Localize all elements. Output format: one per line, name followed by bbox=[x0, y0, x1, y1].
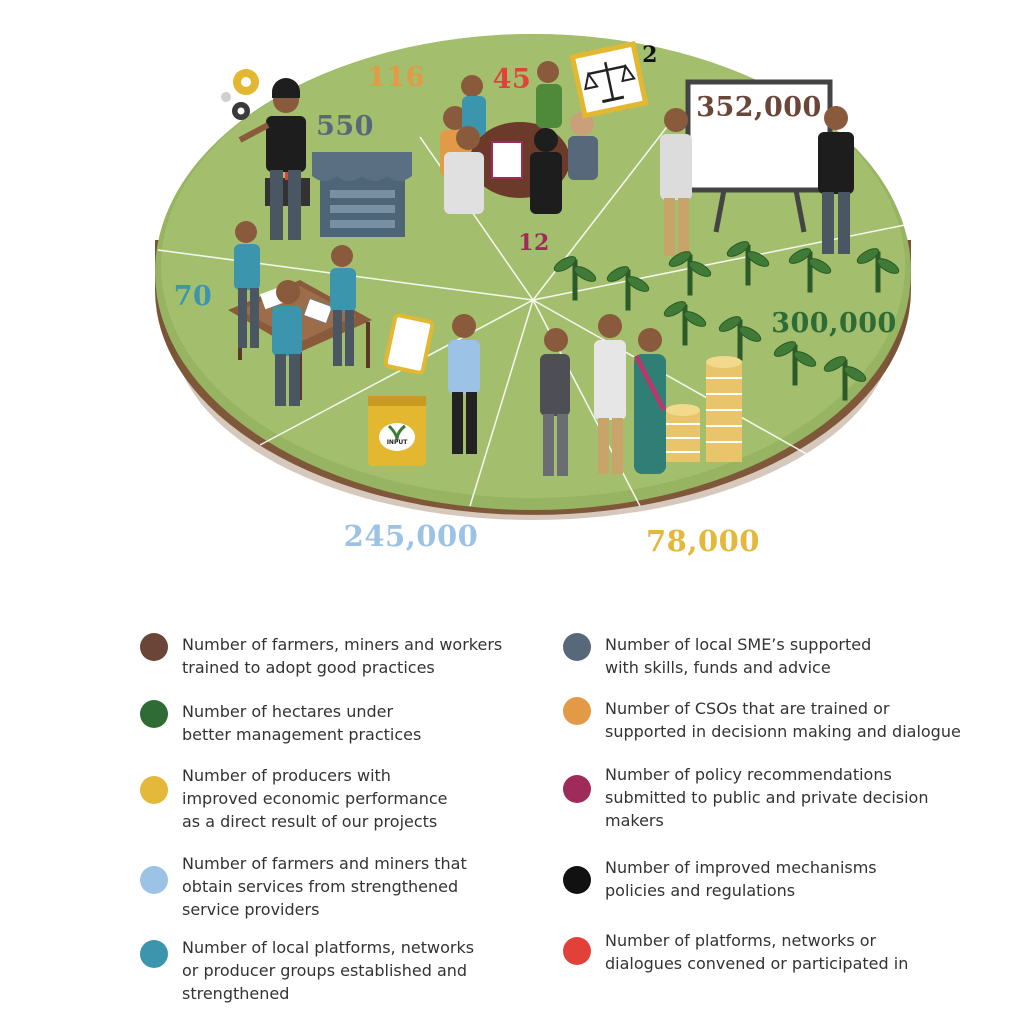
legend-item-mechanisms: Number of improved mechanisms policies a… bbox=[563, 856, 877, 902]
legend-item-hectares: Number of hectares under better manageme… bbox=[140, 700, 421, 746]
legend-dot bbox=[140, 776, 168, 804]
legend-dot bbox=[140, 940, 168, 968]
coin-stacks bbox=[666, 356, 742, 462]
legend-dot bbox=[140, 633, 168, 661]
legend-item-policy-recommendations: Number of policy recommendations submitt… bbox=[563, 763, 928, 832]
legend-label: Number of policy recommendations submitt… bbox=[605, 765, 929, 830]
gear-icon bbox=[221, 69, 259, 120]
figure-45: 45 bbox=[493, 64, 532, 95]
legend-label: Number of improved mechanisms policies a… bbox=[605, 858, 877, 900]
legend-item-csos: Number of CSOs that are trained or suppo… bbox=[563, 697, 961, 743]
legend-label: Number of CSOs that are trained or suppo… bbox=[605, 699, 961, 741]
input-bag-label: INPUT bbox=[387, 439, 409, 446]
person-shop-owner bbox=[238, 78, 306, 240]
legend-dot bbox=[563, 633, 591, 661]
meeting-group-illustration bbox=[440, 61, 598, 214]
figure-245000: 245,000 bbox=[344, 519, 479, 553]
figure-352000: 352,000 bbox=[696, 92, 822, 123]
legend-dot bbox=[563, 937, 591, 965]
legend-label: Number of farmers, miners and workers tr… bbox=[182, 635, 503, 677]
legend-label: Number of hectares under better manageme… bbox=[182, 702, 422, 744]
figure-78000: 78,000 bbox=[646, 524, 760, 558]
legend-item-services: Number of farmers and miners that obtain… bbox=[140, 852, 467, 921]
legend-item-dialogues: Number of platforms, networks or dialogu… bbox=[563, 929, 908, 975]
person-with-tablet bbox=[383, 313, 480, 454]
legend-label: Number of local SME’s supported with ski… bbox=[605, 635, 872, 677]
input-bag: INPUT bbox=[368, 396, 426, 466]
infographic-illustration: INPUT 352,000 300,000 78,000 245,000 70 … bbox=[155, 34, 911, 558]
legend-dot bbox=[140, 866, 168, 894]
legend-label: Number of local platforms, networks or p… bbox=[182, 938, 475, 1003]
platform-desk-group bbox=[228, 221, 372, 406]
figure-12: 12 bbox=[518, 230, 550, 256]
legend-dot bbox=[563, 697, 591, 725]
handshake-people bbox=[540, 314, 667, 476]
legend-dot bbox=[563, 866, 591, 894]
legend-label: Number of platforms, networks or dialogu… bbox=[605, 931, 909, 973]
legend-item-sme-supported: Number of local SME’s supported with ski… bbox=[563, 633, 871, 679]
legend-dot bbox=[140, 700, 168, 728]
legend-label: Number of farmers and miners that obtain… bbox=[182, 854, 467, 919]
figure-70: 70 bbox=[174, 281, 213, 312]
presentation-board-illustration bbox=[660, 79, 854, 256]
figure-550: 550 bbox=[316, 111, 374, 142]
figure-116: 116 bbox=[367, 62, 425, 93]
legend-item-local-platforms: Number of local platforms, networks or p… bbox=[140, 936, 474, 1005]
legend-item-trained-workers: Number of farmers, miners and workers tr… bbox=[140, 633, 502, 679]
legend-dot bbox=[563, 775, 591, 803]
seedling-plants bbox=[553, 241, 900, 401]
legend-item-producers: Number of producers with improved econom… bbox=[140, 764, 448, 833]
scale-of-justice-sign bbox=[569, 41, 649, 119]
legend-label: Number of producers with improved econom… bbox=[182, 766, 448, 831]
figure-300000: 300,000 bbox=[771, 308, 897, 339]
figure-2: 2 bbox=[642, 42, 658, 68]
